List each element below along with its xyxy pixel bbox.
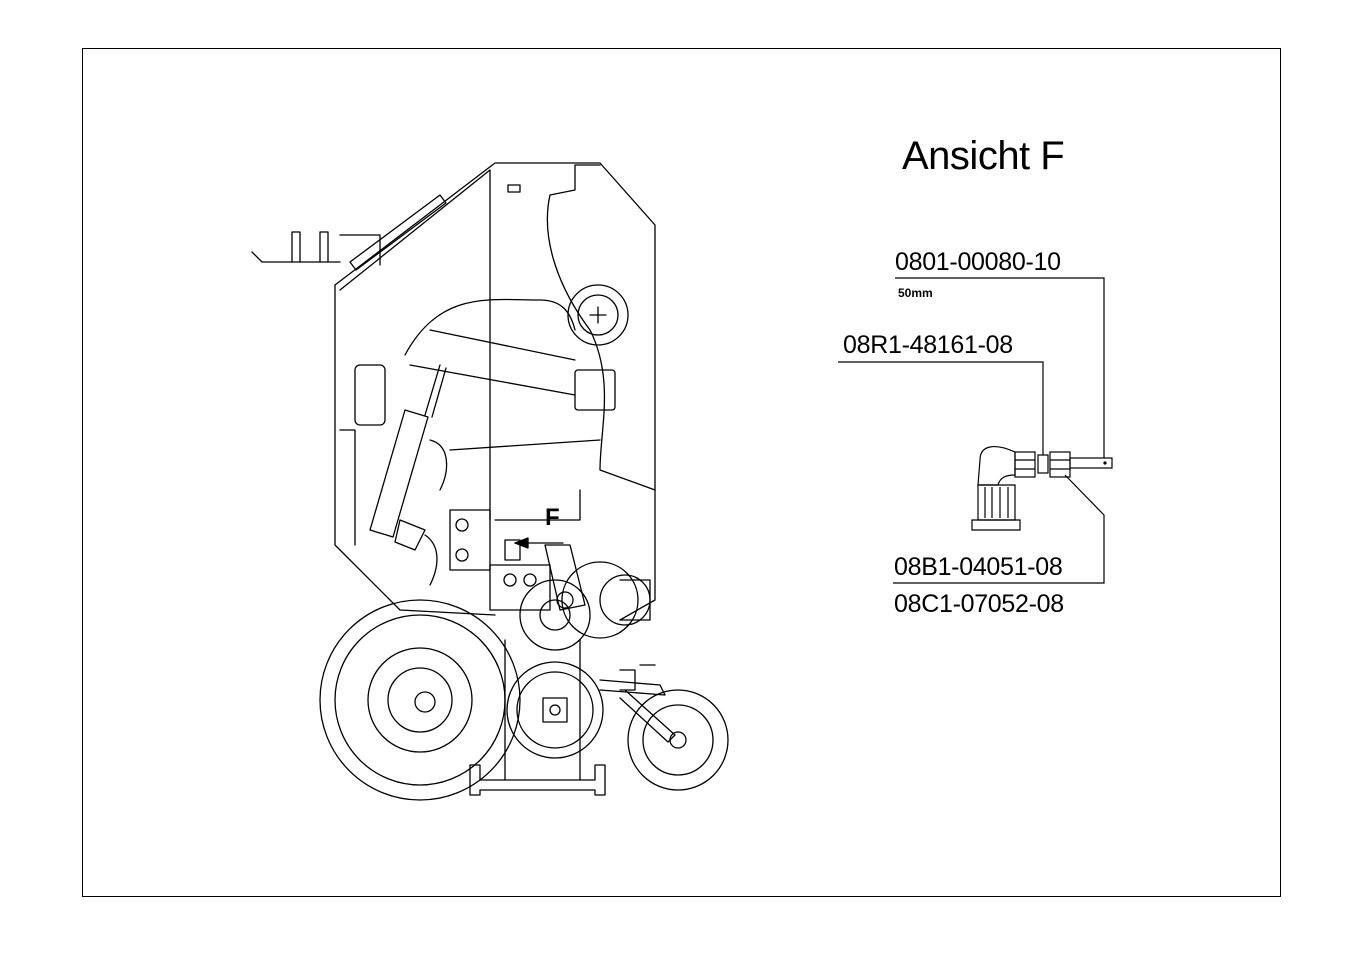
- part-number-label: 0801-00080-10: [895, 248, 1061, 276]
- drawing-frame: [82, 48, 1281, 897]
- part-number-label: 08R1-48161-08: [843, 331, 1013, 359]
- part-number-label: 08C1-07052-08: [894, 590, 1064, 618]
- view-title: Ansicht F: [902, 134, 1065, 178]
- view-marker-label: F: [545, 504, 560, 531]
- part-note-label: 50mm: [898, 286, 933, 300]
- part-number-label: 08B1-04051-08: [894, 553, 1063, 581]
